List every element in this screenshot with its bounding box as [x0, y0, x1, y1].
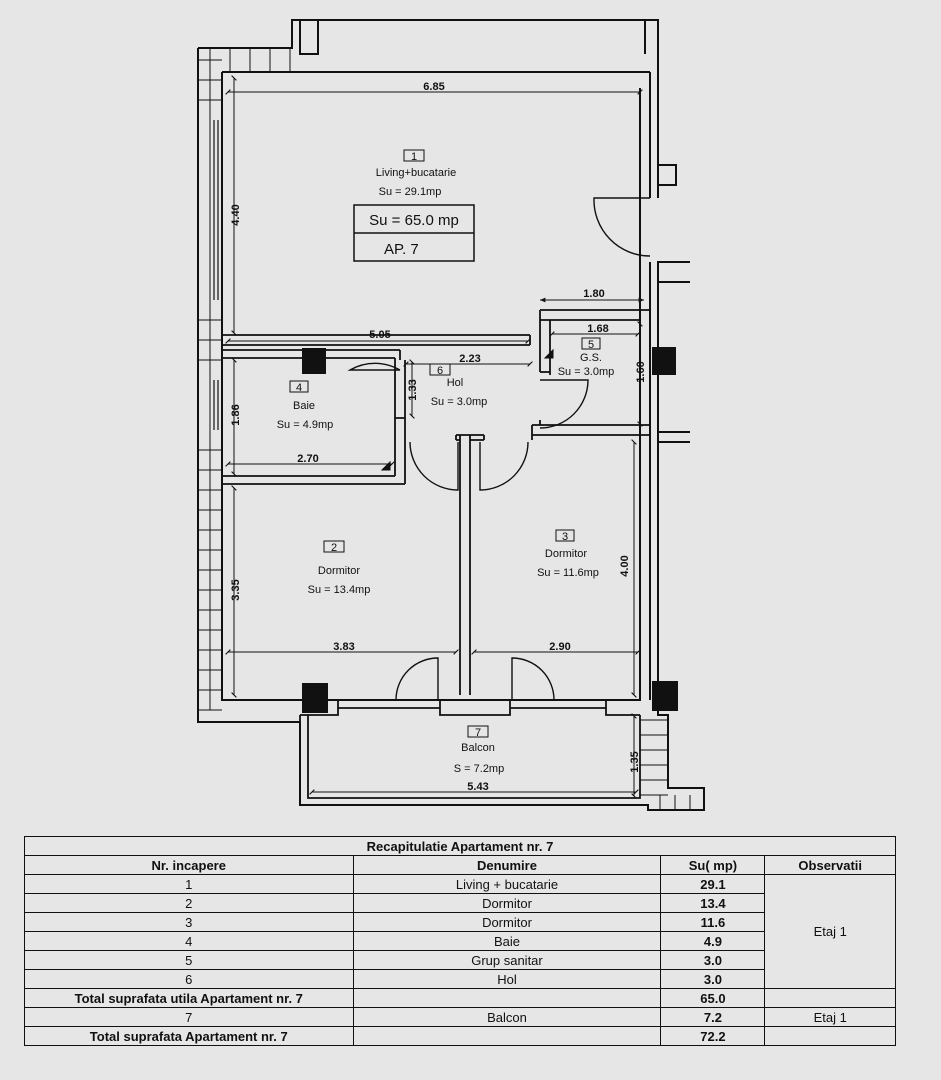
room-1-area: Su = 29.1mp [379, 186, 442, 198]
dim-gs-height: 1.60 [635, 361, 647, 382]
cell-su: 3.0 [660, 969, 766, 989]
room-4-name: Baie [293, 400, 315, 412]
cell-nr: 6 [24, 969, 354, 989]
room-5-area: Su = 3.0mp [558, 366, 615, 378]
total-util-empty [352, 988, 662, 1008]
room-7-name: Balcon [461, 742, 495, 754]
room-2-number: 2 [331, 542, 337, 554]
total-label: Total suprafata Apartament nr. 7 [24, 1026, 354, 1046]
room-4-number: 4 [296, 382, 302, 394]
total-empty [352, 1026, 662, 1046]
dim-baie-height: 1.86 [230, 404, 242, 425]
room-3-name: Dormitor [545, 548, 588, 560]
dim-living-width: 6.85 [423, 81, 444, 93]
total-row: Total suprafata Apartament nr. 7 72.2 [24, 1026, 896, 1046]
room-5-name: G.S. [580, 352, 602, 364]
dim-hall-width: 5.05 [369, 329, 390, 341]
columns [302, 347, 678, 713]
cell-denumire: Dormitor [352, 893, 662, 913]
dim-gs-opening: 1.80 [583, 288, 604, 300]
dim-hol-width: 2.23 [459, 353, 480, 365]
apartment-box: Su = 65.0 mp AP. 7 [353, 204, 475, 262]
total-util-value: 65.0 [660, 988, 766, 1008]
table-row: 5 Grup sanitar 3.0 [24, 950, 896, 970]
table-title: Recapitulatie Apartament nr. 7 [24, 836, 896, 856]
balcon-name: Balcon [352, 1007, 662, 1027]
total-util-obs [764, 988, 896, 1008]
room-1-name: Living+bucatarie [376, 167, 456, 179]
floor-plan: 6.85 4.40 1.80 5.05 1.68 1.60 2.23 1.33 … [197, 19, 705, 811]
cell-su: 13.4 [660, 893, 766, 913]
dim-hol-height: 1.33 [407, 379, 419, 400]
room-6-name: Hol [447, 377, 464, 389]
room-5-number: 5 [588, 339, 594, 351]
total-util-label: Total suprafata utila Apartament nr. 7 [24, 988, 354, 1008]
room-7-number: 7 [475, 727, 481, 739]
balcon-obs: Etaj 1 [764, 1007, 896, 1027]
table-row: 2 Dormitor 13.4 [24, 893, 896, 913]
dim-balcon-height: 1.35 [629, 751, 641, 772]
apartment-label: AP. 7 [384, 241, 419, 258]
cell-denumire: Hol [352, 969, 662, 989]
dim-dormitor3-width: 2.90 [549, 641, 570, 653]
header-denumire: Denumire [352, 855, 662, 875]
total-value: 72.2 [660, 1026, 766, 1046]
room-2-name: Dormitor [318, 565, 361, 577]
room-1-number: 1 [411, 151, 417, 163]
cell-su: 4.9 [660, 931, 766, 951]
header-nr: Nr. incapere [24, 855, 354, 875]
doors [347, 197, 651, 701]
wall-hatch [198, 48, 691, 810]
table-row: 6 Hol 3.0 [24, 969, 896, 989]
cell-nr: 4 [24, 931, 354, 951]
cell-su: 29.1 [660, 874, 766, 894]
dim-gs-width: 1.68 [587, 323, 608, 335]
cell-denumire: Baie [352, 931, 662, 951]
cell-nr: 3 [24, 912, 354, 932]
total-util-row: Total suprafata utila Apartament nr. 7 6… [24, 988, 896, 1008]
recap-table: Recapitulatie Apartament nr. 7 Nr. incap… [24, 836, 896, 1046]
cell-su: 11.6 [660, 912, 766, 932]
apartment-area: Su = 65.0 mp [369, 212, 459, 229]
cell-nr: 5 [24, 950, 354, 970]
cell-denumire: Grup sanitar [352, 950, 662, 970]
dimension-lines [225, 75, 644, 799]
dimension-labels: 6.85 4.40 1.80 5.05 1.68 1.60 2.23 1.33 … [230, 81, 647, 793]
cell-denumire: Living + bucatarie [352, 874, 662, 894]
table-row: 1 Living + bucatarie 29.1 Etaj 1 [24, 874, 896, 989]
room-4-area: Su = 4.9mp [277, 419, 334, 431]
room-6-area: Su = 3.0mp [431, 396, 488, 408]
balcon-row: 7 Balcon 7.2 Etaj 1 [24, 1007, 896, 1027]
room-3-area: Su = 11.6mp [537, 567, 599, 579]
dim-dormitor2-height: 3.35 [230, 579, 242, 600]
dim-dormitor2-width: 3.83 [333, 641, 354, 653]
cell-su: 3.0 [660, 950, 766, 970]
cell-observatii-group: Etaj 1 [764, 874, 896, 989]
total-obs [764, 1026, 896, 1046]
balcon-su: 7.2 [660, 1007, 766, 1027]
header-observatii: Observatii [764, 855, 896, 875]
dim-dormitor3-height: 4.00 [619, 555, 631, 576]
walls [197, 19, 705, 811]
header-su: Su( mp) [660, 855, 766, 875]
room-7-area: S = 7.2mp [454, 763, 504, 775]
cell-nr: 2 [24, 893, 354, 913]
dim-baie-width: 2.70 [297, 453, 318, 465]
room-6-number: 6 [437, 365, 443, 377]
balcon-nr: 7 [24, 1007, 354, 1027]
dim-balcon-width: 5.43 [467, 781, 488, 793]
room-3-number: 3 [562, 531, 568, 543]
dim-living-height: 4.40 [230, 204, 242, 225]
table-row: 3 Dormitor 11.6 [24, 912, 896, 932]
cell-denumire: Dormitor [352, 912, 662, 932]
cell-nr: 1 [24, 874, 354, 894]
room-labels: 1 Living+bucatarie Su = 29.1mp 4 Baie Su… [277, 149, 615, 775]
room-2-area: Su = 13.4mp [308, 584, 371, 596]
table-row: 4 Baie 4.9 [24, 931, 896, 951]
